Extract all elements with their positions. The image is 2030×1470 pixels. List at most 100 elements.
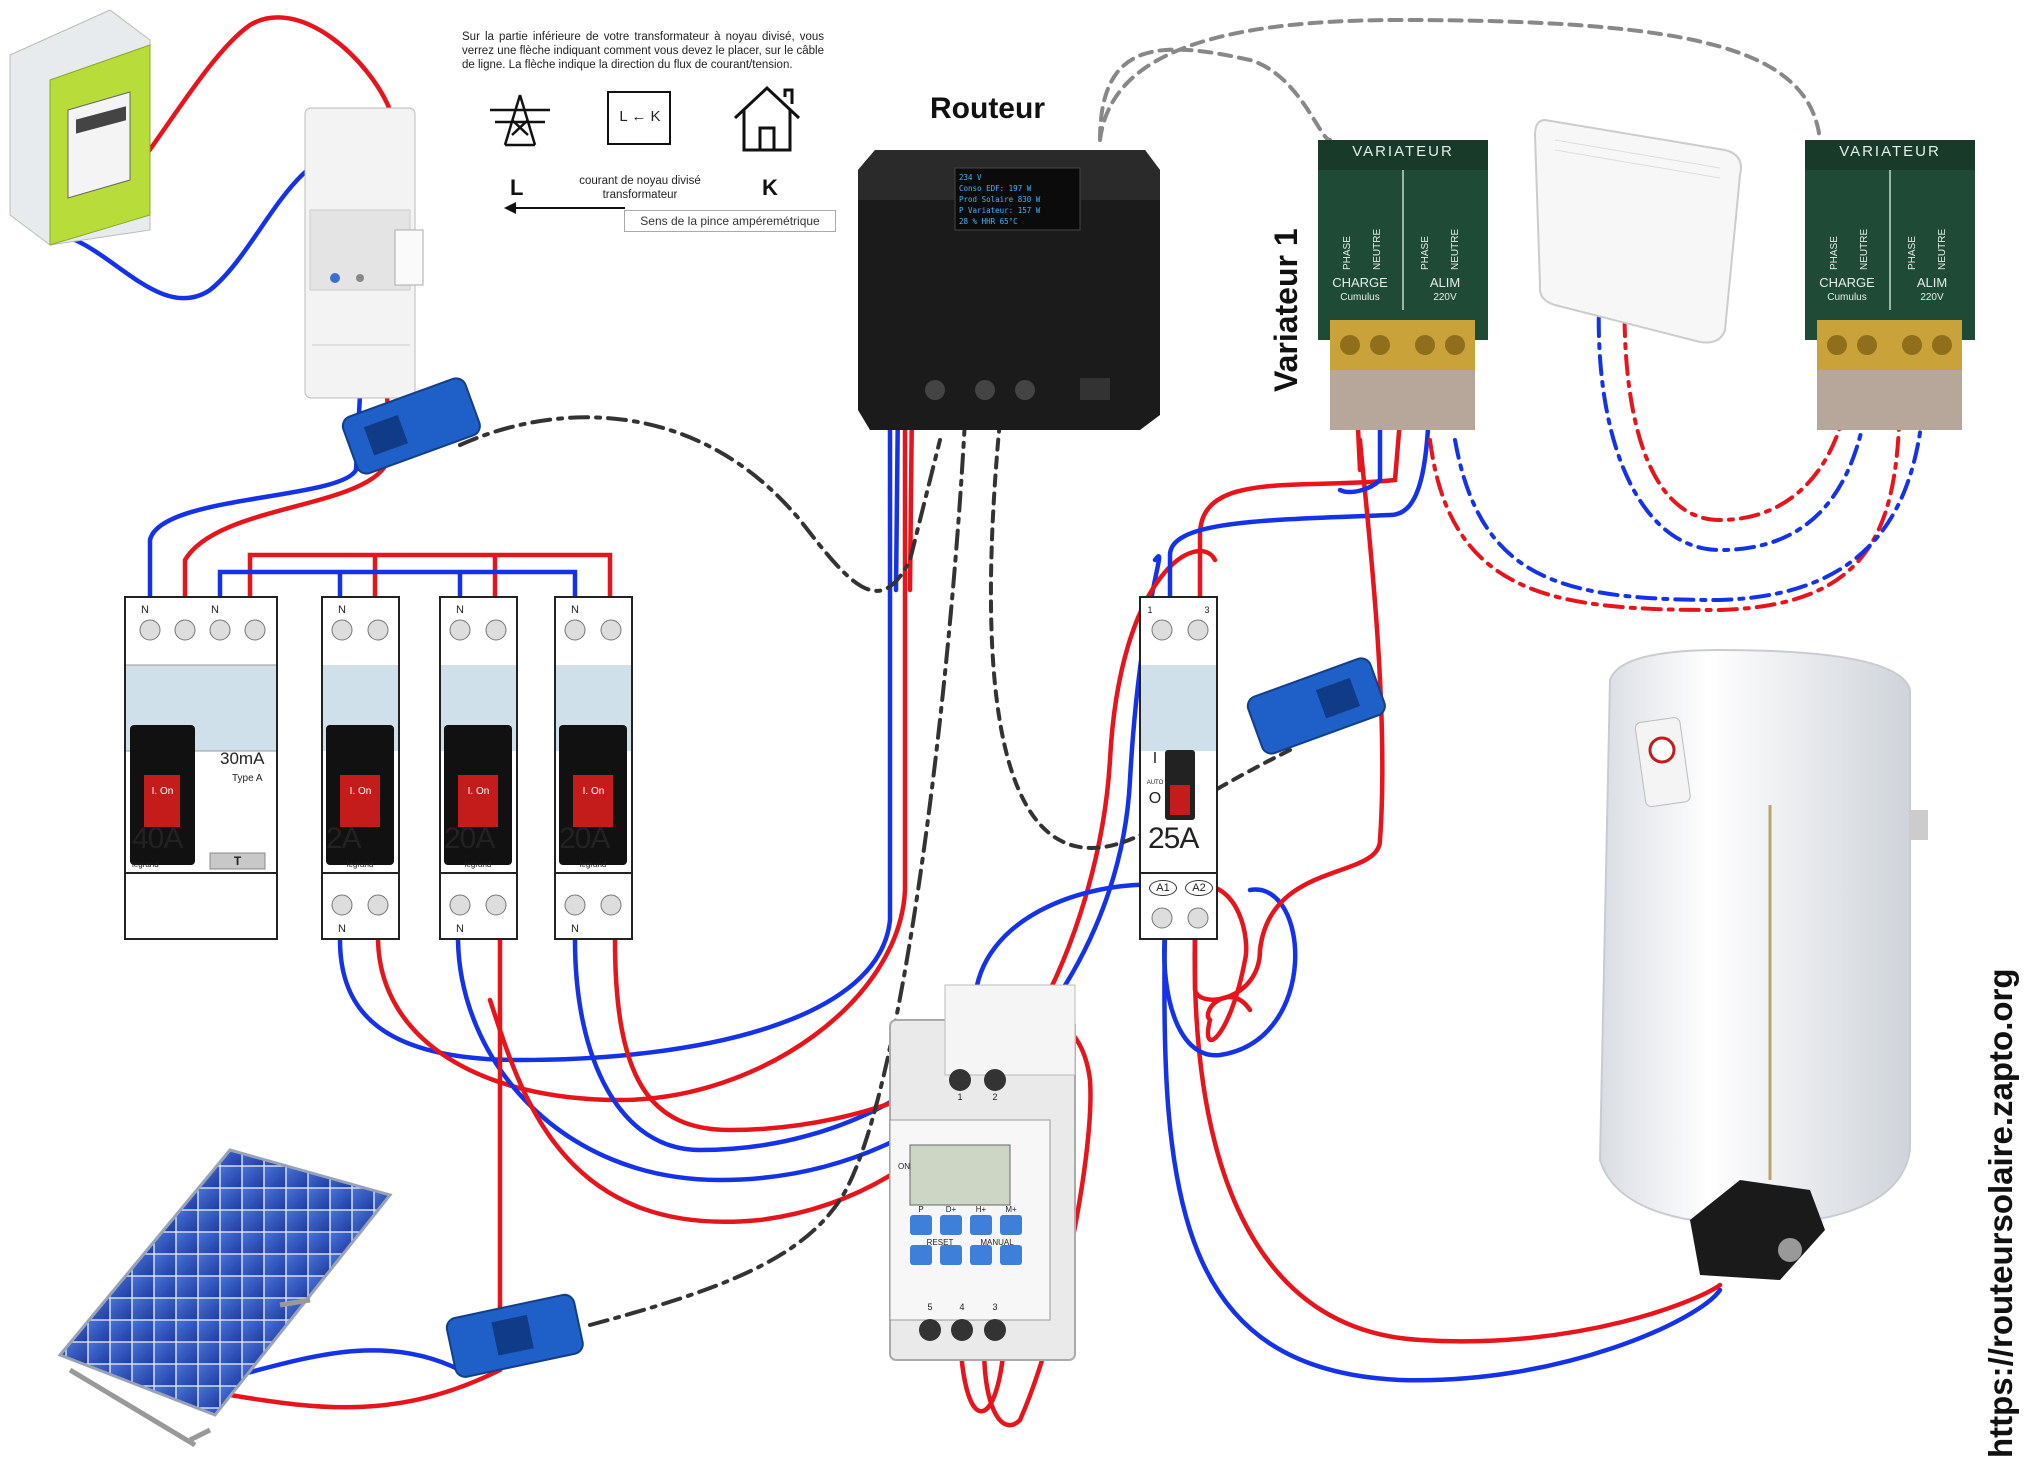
wire-contactor-neutral-var xyxy=(1167,357,1433,603)
busbar-neutral xyxy=(217,569,578,603)
breaker-2a-brand: legrand xyxy=(346,860,374,869)
router-title: Routeur xyxy=(930,92,1045,125)
timer-reset-label: RESET xyxy=(926,1238,954,1247)
breaker-20a-2 xyxy=(554,596,633,940)
clamp-instruction-text: Sur la partie inférieure de votre transf… xyxy=(462,31,824,71)
timer-terminal-4: 4 xyxy=(959,1302,965,1312)
router-box xyxy=(858,150,1160,430)
variateur-1-neutre-left: NEUTRE xyxy=(1372,228,1383,270)
transformer-box-icon xyxy=(607,91,671,145)
wire-var-charge-neutral xyxy=(1337,362,1383,495)
contactor-o-label: O xyxy=(1148,790,1162,807)
breaker-20a-2-n-bottom: N xyxy=(571,923,579,935)
router-screen-line: 28 % HHR 65°C xyxy=(959,217,1018,226)
contactor-i-label: I xyxy=(1152,750,1158,767)
variateur-side-label: Variateur 1 xyxy=(1268,228,1304,392)
breaker-20a-1-on-label: I. On xyxy=(467,786,490,797)
current-clamp-main xyxy=(341,377,481,475)
transformer-caption: courant de noyau divisé transformateur xyxy=(579,175,701,201)
breaker-2a-n-label: N xyxy=(338,604,346,616)
variateur-2-neutre-right: NEUTRE xyxy=(1937,228,1948,270)
rcd-sensitivity: 30mA xyxy=(220,749,265,768)
timer-lcd xyxy=(909,1144,1011,1206)
rcd-test-button: T xyxy=(233,854,242,868)
breaker-20a-2-brand: legrand xyxy=(579,860,607,869)
breaker-20a-1-rating: 20A xyxy=(444,822,495,855)
busbar-phase xyxy=(247,552,613,603)
wire-contactor-phase-var xyxy=(1197,357,1408,603)
current-clamp-contactor xyxy=(1246,657,1386,755)
timer-button-label: M+ xyxy=(1005,1205,1017,1214)
transformer-box-text: L ← K xyxy=(619,108,661,125)
contactor-terminal-3: 3 xyxy=(1204,605,1210,615)
timer-module xyxy=(889,984,1076,1361)
rcd-n-label-2: N xyxy=(211,604,219,616)
wire-a2-variateur xyxy=(1192,882,1253,1043)
wire-2a-neutral-router xyxy=(337,397,893,1063)
breaker-20a-1-n-bottom: N xyxy=(456,923,464,935)
timer-button-label: D+ xyxy=(945,1205,957,1214)
variateur-2-charge: CHARGE xyxy=(1819,275,1875,290)
pylon-icon xyxy=(490,94,550,147)
signal-var-heater-blue xyxy=(1453,378,1927,603)
variateur-2-header: VARIATEUR xyxy=(1839,143,1941,160)
timer-manual-label: MANUAL xyxy=(980,1238,1014,1247)
meter-display xyxy=(76,106,126,134)
arrow-left-icon xyxy=(504,202,625,214)
label-l: L xyxy=(510,175,524,200)
wire-2a-phase-router xyxy=(375,397,908,1103)
label-k: K xyxy=(762,175,778,200)
timer-terminal-1: 1 xyxy=(957,1092,963,1102)
breaker-20a-2-on-label: I. On xyxy=(582,786,605,797)
signal-clamp-solar xyxy=(588,418,967,1327)
wire-router-neutral-in xyxy=(893,397,901,593)
variateur-2-alim: ALIM xyxy=(1916,275,1948,290)
variateur-2-charge-sub: Cumulus xyxy=(1827,292,1867,303)
router-screen-line: P Variateur: 157 W xyxy=(959,206,1041,215)
rcd-breaker xyxy=(124,596,278,940)
contactor-terminal-1: 1 xyxy=(1147,605,1153,615)
rcd-type: Type A xyxy=(232,773,263,784)
timer-terminal-5: 5 xyxy=(927,1302,933,1312)
rcd-n-label: N xyxy=(141,604,149,616)
electric-meter xyxy=(9,9,151,246)
variateur-2-phase-right: PHASE xyxy=(1907,236,1918,270)
variateur-2 xyxy=(1805,140,1975,430)
rcd-brand: legrand xyxy=(132,860,159,869)
breaker-20a-2-rating: 20A xyxy=(559,822,610,855)
variateur-2-alim-sub: 220V xyxy=(1920,292,1944,303)
breaker-2a-on-label: I. On xyxy=(349,786,372,797)
breaker-20a-1 xyxy=(439,596,518,940)
clamp-direction-caption: Sens de la pince ampéremétrique xyxy=(624,210,836,232)
signal-clamp-main xyxy=(458,415,942,593)
signal-heater-red xyxy=(1622,278,1852,523)
wire-contactor-loop-red xyxy=(1192,437,1385,1002)
variateur-1-phase-left: PHASE xyxy=(1342,236,1353,270)
timer-button-label: P xyxy=(918,1205,924,1214)
router-screen-text: 234 V Conso EDF: 197 W Prod Solaire 830 … xyxy=(959,172,1079,227)
breaker-20a-1-n-label: N xyxy=(456,604,464,616)
variateur-1-charge: CHARGE xyxy=(1332,275,1388,290)
contactor-auto-label: AUTO xyxy=(1146,780,1164,786)
house-icon xyxy=(733,85,801,152)
variateur-1-header: VARIATEUR xyxy=(1352,143,1454,160)
website-url: https://routeursolaire.zapto.org xyxy=(1982,968,2019,1458)
water-heater xyxy=(1598,648,1928,1280)
wire-main-neutral xyxy=(147,392,363,603)
timer-on-label: ON xyxy=(898,1162,910,1171)
contactor-a2-label: A2 xyxy=(1185,880,1213,896)
signal-clamp-contactor xyxy=(988,418,1292,850)
router-screen-line: 234 V xyxy=(959,173,982,182)
breaker-2a-n-bottom: N xyxy=(338,923,346,935)
signal-heater-blue xyxy=(1596,278,1872,553)
variateur-1-charge-sub: Cumulus xyxy=(1340,292,1380,303)
variateur-2-neutre-left: NEUTRE xyxy=(1859,228,1870,270)
current-clamp-solar xyxy=(445,1293,584,1378)
variateur-2-phase-left: PHASE xyxy=(1829,236,1840,270)
wire-contactor-tank-neutral xyxy=(1162,927,1723,1383)
rcd-rating: 40A xyxy=(132,822,183,855)
contactor-rating: 25A xyxy=(1148,822,1199,855)
signal-router-variateurs xyxy=(1098,17,1822,142)
signal-wires xyxy=(458,17,1927,1327)
contactor-a1-label: A1 xyxy=(1149,880,1177,896)
